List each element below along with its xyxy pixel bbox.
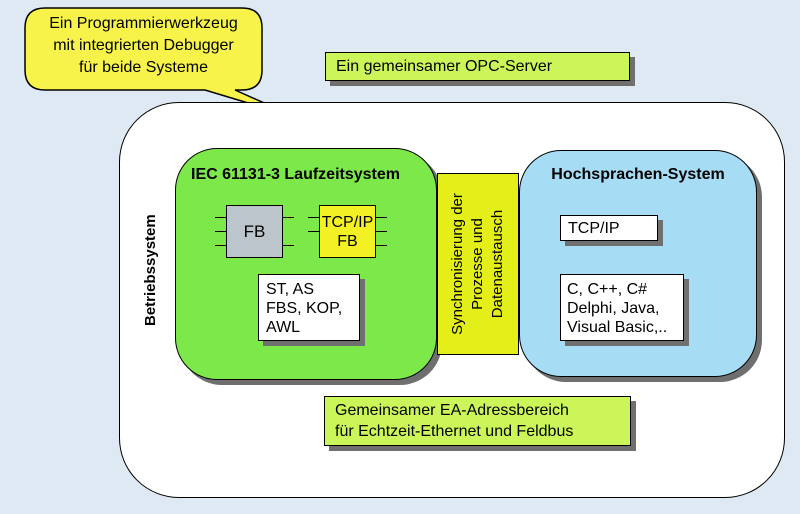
hl-language-line-1: C, C++, C# — [567, 281, 648, 298]
tcpip-fb-pin — [308, 231, 319, 232]
fb-pin — [215, 245, 226, 246]
tcpip-fb-pin — [376, 217, 387, 218]
sync-text: Synchronisierung der Prozesse und Datena… — [437, 173, 519, 355]
io-address-label: Gemeinsamer EA-Adressbereich für Echtzei… — [324, 396, 631, 446]
hl-language-line-3: Visual Basic,.. — [567, 319, 668, 336]
sync-line-3: Datenaustausch — [489, 209, 506, 319]
hl-tcpip-label: TCP/IP — [568, 220, 620, 237]
callout-line-2: mit integrierten Debugger — [53, 37, 234, 54]
fb-pin — [215, 217, 226, 218]
fb-pin — [215, 231, 226, 232]
hl-system-title: Hochsprachen-System — [551, 166, 725, 183]
callout-line-1: Ein Programmierwerkzeug — [49, 15, 238, 32]
iec-runtime-panel — [175, 148, 437, 380]
tcpip-fb-line-2: FB — [337, 232, 358, 250]
iec-language-line-3: AWL — [266, 319, 301, 336]
io-address-line-1: Gemeinsamer EA-Adressbereich — [335, 402, 569, 419]
tcpip-fb-pin — [308, 217, 319, 218]
hl-tcpip-box: TCP/IP — [560, 215, 658, 241]
fb-block: FB — [226, 205, 283, 258]
hl-system-panel — [519, 150, 757, 377]
tcpip-fb-block: TCP/IP FB — [319, 205, 376, 258]
hl-language-line-2: Delphi, Java, — [567, 300, 660, 317]
iec-runtime-title: IEC 61131-3 Laufzeitsystem — [191, 166, 400, 183]
hl-languages-box: C, C++, C# Delphi, Java, Visual Basic,.. — [560, 274, 684, 341]
fb-pin — [283, 245, 294, 246]
sync-line-2: Prozesse und — [469, 218, 486, 310]
fb-label: FB — [243, 221, 266, 241]
operating-system-text: Betriebssystem — [142, 214, 159, 326]
opc-server-label: Ein gemeinsamer OPC-Server — [325, 52, 630, 81]
callout-text: Ein Programmierwerkzeug mit integrierten… — [25, 13, 262, 89]
tcpip-fb-pin — [376, 245, 387, 246]
opc-server-text: Ein gemeinsamer OPC-Server — [336, 57, 553, 75]
tcpip-fb-line-1: TCP/IP — [321, 213, 374, 231]
iec-languages-box: ST, AS FBS, KOP, AWL — [258, 274, 360, 341]
sync-line-1: Synchronisierung der — [449, 193, 466, 335]
operating-system-label: Betriebssystem — [142, 214, 164, 326]
io-address-line-2: für Echtzeit-Ethernet und Feldbus — [335, 423, 574, 440]
callout-line-3: für beide Systeme — [79, 59, 208, 76]
iec-language-line-2: FBS, KOP, — [266, 300, 343, 317]
sync-strip — [437, 173, 519, 355]
fb-pin — [283, 217, 294, 218]
iec-language-line-1: ST, AS — [266, 281, 315, 298]
tcpip-fb-pin — [376, 231, 387, 232]
